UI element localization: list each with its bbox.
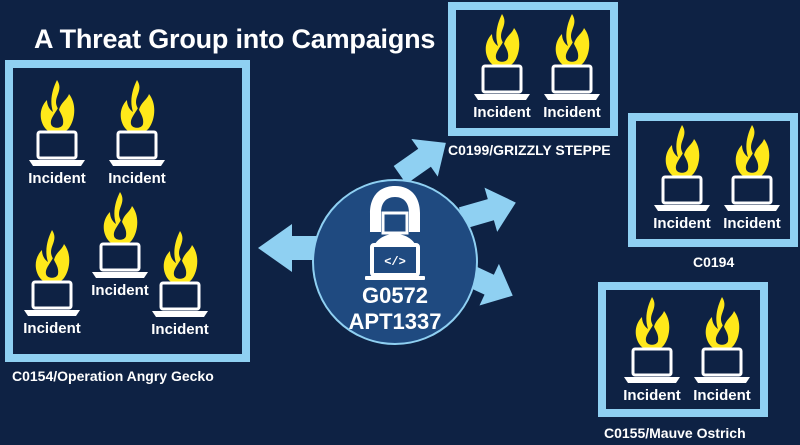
fire-icon (35, 230, 70, 284)
incident-label: Incident (723, 215, 781, 232)
incident-c0154-3: Incident (80, 186, 160, 299)
incident-label: Incident (151, 321, 209, 338)
laptop-icon (92, 242, 148, 278)
incident-c0155-2: Incident (682, 291, 762, 404)
campaign-caption-c0194: C0194 (693, 254, 735, 270)
incident-label: Incident (28, 170, 86, 187)
threat-group-name: APT1337 (348, 309, 442, 334)
laptop-icon (29, 130, 85, 166)
incident-label: Incident (108, 170, 166, 187)
laptop-icon (694, 347, 750, 383)
campaign-box-c0199 (448, 2, 618, 136)
fire-icon (120, 80, 155, 134)
laptop-icon (24, 280, 80, 316)
incident-c0194-2: Incident (712, 119, 792, 232)
laptop-icon (474, 64, 530, 100)
arrow-to-c0154 (258, 224, 328, 272)
campaign-caption-c0154: C0154/Operation Angry Gecko (12, 368, 214, 384)
incident-label: Incident (653, 215, 711, 232)
incident-label: Incident (623, 387, 681, 404)
laptop-icon (724, 175, 780, 211)
incident-c0154-2: Incident (97, 74, 177, 187)
arrow-to-c0194 (458, 187, 516, 232)
incident-c0154-4: Incident (12, 224, 92, 337)
fire-icon (735, 125, 770, 179)
hacker-icon: </> (365, 186, 425, 280)
incident-c0199-1: Incident (462, 8, 542, 121)
incident-label: Incident (23, 320, 81, 337)
fire-icon (705, 297, 740, 351)
fire-icon (485, 14, 520, 68)
fire-icon (665, 125, 700, 179)
incident-c0194-1: Incident (642, 119, 722, 232)
fire-icon (103, 192, 138, 246)
incident-label: Incident (91, 282, 149, 299)
incident-c0154-1: Incident (17, 74, 97, 187)
laptop-icon (109, 130, 165, 166)
laptop-icon (152, 281, 208, 317)
diagram-title: A Threat Group into Campaigns (34, 24, 436, 54)
campaign-caption-c0155: C0155/Mauve Ostrich (604, 425, 746, 441)
incident-label: Incident (473, 104, 531, 121)
fire-icon (635, 297, 670, 351)
laptop-icon (544, 64, 600, 100)
arrow-to-c0199 (393, 138, 446, 185)
incident-label: Incident (693, 387, 751, 404)
laptop-icon (654, 175, 710, 211)
svg-text:</>: </> (384, 255, 406, 269)
incident-c0154-5: Incident (140, 225, 220, 338)
incident-label: Incident (543, 104, 601, 121)
campaign-caption-c0199: C0199/GRIZZLY STEPPE (448, 142, 611, 158)
incident-c0199-2: Incident (532, 8, 612, 121)
fire-icon (40, 80, 75, 134)
fire-icon (555, 14, 590, 68)
threat-group-id: G0572 (361, 283, 429, 308)
laptop-icon (624, 347, 680, 383)
incident-c0155-1: Incident (612, 291, 692, 404)
fire-icon (163, 231, 198, 285)
